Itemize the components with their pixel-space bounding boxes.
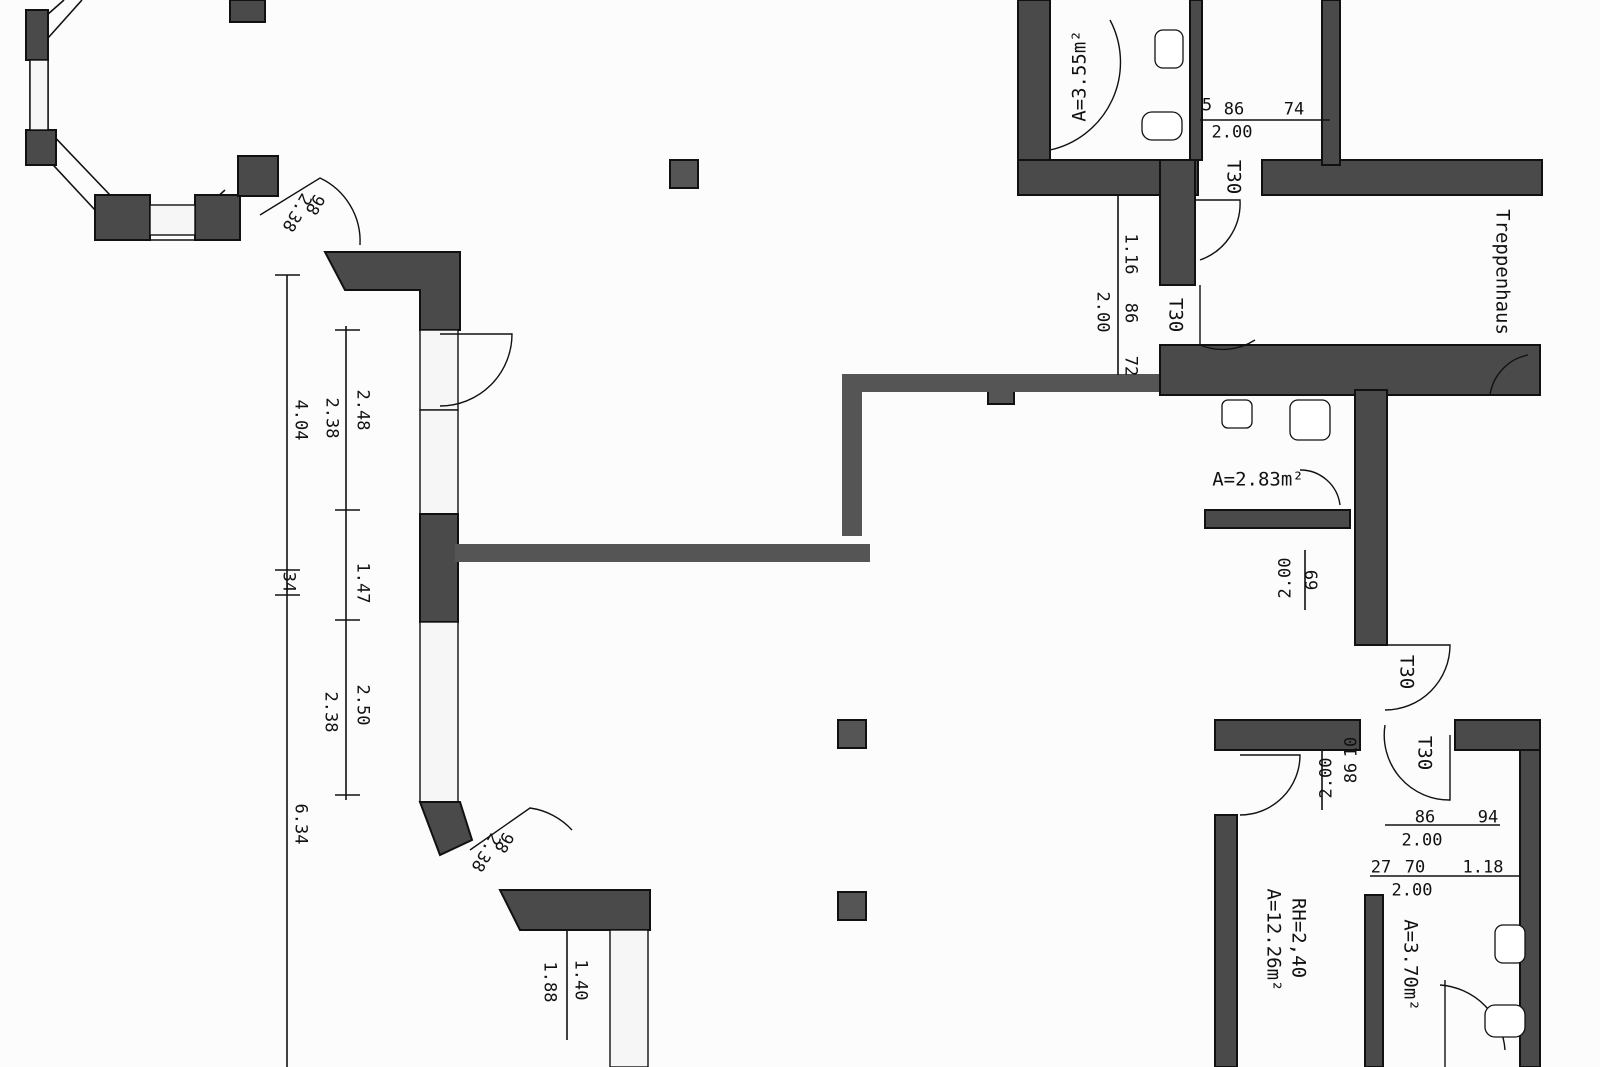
room-area-bottom: A=3.70m² [1399,919,1422,1011]
stair-label: Treppenhaus [1491,209,1514,335]
fire-door-2: T30 [1164,297,1187,333]
room-area-mid: A=2.83m² [1212,468,1304,491]
columns [669,159,1015,921]
fire-door-3: T30 [1395,654,1418,690]
dim-b1-a: 86 [1414,807,1436,828]
dim-b1-h: 2.00 [1401,830,1443,851]
dim-lower-height: 1.88 [539,961,560,1003]
partition-marker [455,374,1162,562]
left-facade [259,177,651,1067]
dim-b2-h: 2.00 [1391,880,1433,901]
dim-segment-b-width: 2.50 [352,684,373,726]
dim-r-b: 86 [1341,762,1362,784]
dim-b2-b: 70 [1404,857,1426,878]
dim-segment-b-height: 2.38 [320,691,341,733]
dim-wc-w: 69 [1302,569,1323,591]
dim-lower-width: 1.40 [570,959,591,1001]
dim-outer-total: 6.34 [290,803,311,845]
right-core [1017,0,1543,1067]
dim-r-a: 10 [1341,736,1362,758]
dim-top-a: 5 [1201,95,1213,116]
dim-pier: 1.47 [352,562,373,604]
dim-outer-segment: 4.04 [290,399,311,441]
left-dimension-lines [275,274,568,1067]
dim-segment-a-width: 2.48 [352,389,373,431]
dim-b1-b: 94 [1477,807,1499,828]
dim-wc-h: 2.00 [1275,557,1296,599]
room-area-top: A=3.55m² [1068,30,1091,122]
dim-top-b: 86 [1223,99,1245,120]
fire-door-1: T30 [1222,159,1245,195]
dim-gap: 34 [278,571,299,593]
room-height-large: RH=2,40 [1287,897,1310,979]
room-area-large: A=12.26m² [1262,888,1285,992]
fire-door-4: T30 [1413,735,1436,771]
dim-segment-a-height: 2.38 [321,397,342,439]
dim-b2-c: 1.18 [1462,857,1504,878]
dim-mid-a: 1.16 [1120,233,1141,275]
dim-mid-c: 72 [1120,355,1141,377]
dim-mid-h: 2.00 [1092,291,1113,333]
bay-window [25,0,279,241]
dim-r-h: 2.00 [1316,757,1337,799]
dim-mid-b: 86 [1120,302,1141,324]
dim-b2-a: 27 [1370,857,1392,878]
dim-top-c: 74 [1283,99,1305,120]
dim-top-h: 2.00 [1211,122,1253,143]
